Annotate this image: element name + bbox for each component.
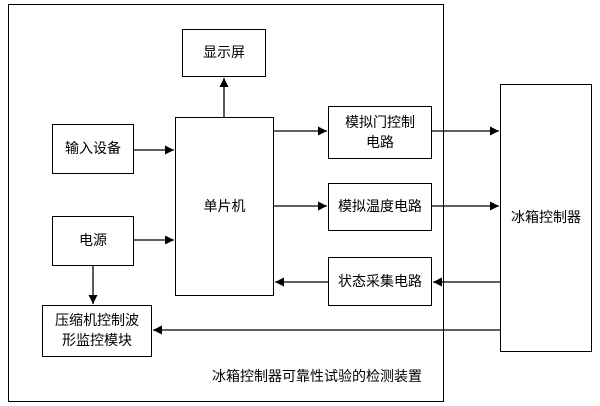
- mcu-label: 单片机: [203, 198, 246, 215]
- power-supply-block: 电源: [52, 216, 134, 266]
- compressor-label-line1: 压缩机控制波: [55, 313, 139, 329]
- mcu-block: 单片机: [175, 117, 274, 296]
- power-supply-label: 电源: [79, 233, 107, 249]
- temp-sim-label: 模拟温度电路: [338, 199, 422, 215]
- display-label: 显示屏: [203, 45, 245, 61]
- door-sim-label-line1: 模拟门控制: [345, 114, 415, 131]
- status-acq-label: 状态采集电路: [338, 273, 422, 290]
- detection-device-frame: [8, 4, 444, 402]
- input-device-label: 输入设备: [65, 141, 121, 157]
- fridge-controller-block: 冰箱控制器: [500, 84, 592, 352]
- door-sim-block: 模拟门控制 电路: [328, 106, 432, 159]
- input-device-block: 输入设备: [52, 124, 134, 174]
- status-acq-block: 状态采集电路: [328, 257, 432, 306]
- display-block: 显示屏: [182, 29, 266, 77]
- frame-caption: 冰箱控制器可靠性试验的检测装置: [212, 369, 422, 385]
- compressor-monitor-block: 压缩机控制波 形监控模块: [42, 305, 152, 357]
- compressor-label-line2: 形监控模块: [62, 333, 132, 349]
- fridge-controller-label: 冰箱控制器: [511, 210, 581, 226]
- temp-sim-block: 模拟温度电路: [328, 183, 432, 231]
- door-sim-label-line2: 电路: [366, 134, 394, 151]
